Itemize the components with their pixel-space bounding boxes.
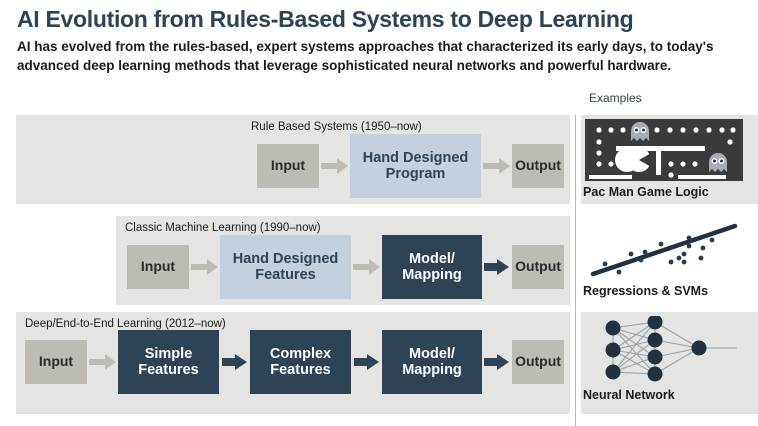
scatter-regression-icon: [590, 223, 738, 277]
example-cell-neural-network: Neural Network: [581, 312, 758, 414]
arrow-r3-input-to-simple: [89, 354, 116, 370]
example-caption-pacman: Pac Man Game Logic: [583, 185, 709, 199]
pacman-maze-icon: [585, 119, 743, 181]
box-r3-model-line1: Model/: [409, 345, 455, 362]
arrow-r2-input-to-features: [191, 259, 218, 275]
box-r3-model-mapping: Model/ Mapping: [382, 330, 482, 394]
arrow-r1-program-to-output: [483, 158, 510, 174]
box-r2-hand-designed-features: Hand Designed Features: [220, 235, 351, 299]
evolution-diagram: Rule Based Systems (1950–now) Input Hand…: [0, 112, 758, 426]
example-caption-regression: Regressions & SVMs: [583, 284, 709, 298]
arrow-r3-complex-to-model: [354, 354, 379, 370]
box-r3-simple-line1: Simple: [144, 345, 193, 362]
example-caption-neural-network: Neural Network: [583, 388, 675, 402]
box-r1-input: Input: [257, 144, 319, 188]
arrow-r1-input-to-program: [321, 158, 348, 174]
box-r2-features-line2: Features: [255, 267, 316, 283]
example-cell-regression: Regressions & SVMs: [581, 216, 758, 305]
box-r1-program-line1: Hand Designed: [362, 149, 469, 166]
row-label-rule-based: Rule Based Systems (1950–now): [251, 121, 422, 133]
box-r3-simple-features: Simple Features: [118, 330, 219, 394]
box-r2-features-line1: Hand Designed: [232, 250, 339, 267]
header: AI Evolution from Rules-Based Systems to…: [17, 6, 747, 75]
example-cell-pacman: Pac Man Game Logic: [581, 115, 758, 204]
box-r2-input: Input: [127, 245, 189, 289]
arrow-r2-model-to-output: [484, 259, 509, 275]
box-r1-hand-designed-program: Hand Designed Program: [350, 134, 481, 198]
box-r2-model-line2: Mapping: [402, 267, 462, 283]
examples-column: Pac Man Game Logic Regressions & SVMs: [575, 0, 758, 426]
box-r3-complex-line2: Features: [270, 362, 331, 378]
box-r3-complex-features: Complex Features: [250, 330, 351, 394]
box-r3-simple-line2: Features: [138, 362, 199, 378]
box-r1-output: Output: [512, 144, 564, 188]
box-r2-output: Output: [512, 245, 564, 289]
page-subtitle: AI has evolved from the rules-based, exp…: [17, 39, 714, 73]
box-r3-model-line2: Mapping: [402, 362, 462, 378]
row-label-classic-ml: Classic Machine Learning (1990–now): [125, 222, 321, 234]
arrow-r3-model-to-output: [484, 354, 509, 370]
examples-heading: Examples: [589, 91, 642, 105]
arrow-r2-features-to-model: [353, 259, 380, 275]
box-r2-model-line1: Model/: [409, 250, 455, 267]
page-title: AI Evolution from Rules-Based Systems to…: [17, 6, 634, 32]
neural-network-icon: [605, 316, 737, 382]
box-r1-program-line2: Program: [385, 166, 446, 182]
box-r3-output: Output: [512, 340, 564, 384]
row-label-deep-learning: Deep/End-to-End Learning (2012–now): [25, 318, 226, 330]
box-r3-input: Input: [25, 340, 87, 384]
arrow-r3-simple-to-complex: [222, 354, 247, 370]
box-r3-complex-line1: Complex: [269, 345, 332, 362]
examples-divider: [575, 115, 576, 426]
box-r2-model-mapping: Model/ Mapping: [382, 235, 482, 299]
